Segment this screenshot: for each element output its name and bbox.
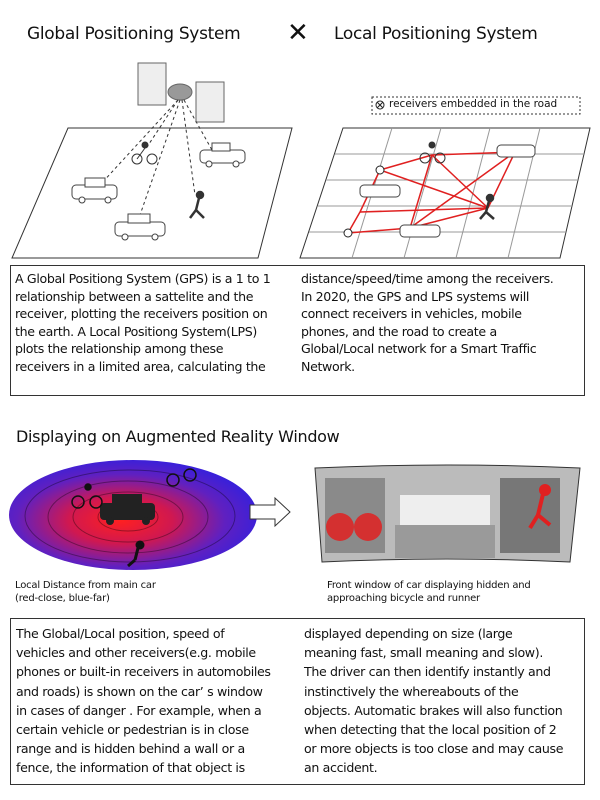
text-line: meaning fast, small meaning and slow).: [304, 645, 543, 661]
window-caption: Front window of car displaying hidden an…: [327, 580, 531, 605]
legend-label: receivers embedded in the road: [389, 98, 558, 110]
text-line: distance/speed/time among the receivers.: [301, 271, 554, 286]
caption-line: Front window of car displaying hidden an…: [327, 580, 531, 591]
bicycle-marker: [326, 513, 354, 541]
intro-right-column: distance/speed/time among the receivers.…: [301, 270, 554, 376]
car-icon: [71, 177, 118, 204]
text-line: certain vehicle or pedestrian is in clos…: [16, 722, 249, 738]
text-line: the earth. A Local Positiong System(LPS): [15, 323, 257, 339]
car-window-view: [314, 464, 581, 563]
text-line: or more objects is too close and may cau…: [304, 741, 564, 757]
ar-text-box: The Global/Local position, speed of vehic…: [10, 618, 585, 785]
text-line: receiver, plotting the receivers positio…: [15, 306, 268, 322]
intro-left-column: A Global Positiong System (GPS) is a 1 t…: [15, 270, 271, 376]
bicycle-icon: [419, 141, 446, 164]
text-line: and roads) is shown on the car’ s window: [16, 683, 263, 699]
runner-marker: [528, 484, 552, 530]
text-line: relationship between a sattelite and the: [15, 288, 254, 304]
car-icon: [359, 144, 536, 238]
text-line: vehicles and other receivers(e.g. mobile: [16, 645, 256, 661]
text-line: instinctively the whereabouts of the: [304, 683, 519, 699]
text-line: displayed depending on size (large: [304, 626, 513, 641]
text-line: phones or built-in receivers in automobi…: [16, 664, 271, 680]
text-line: Network.: [301, 358, 355, 374]
text-line: plots the relationship among these: [15, 341, 224, 357]
text-line: A Global Positiong System (GPS) is a 1 t…: [15, 271, 271, 286]
main-car-icon: [100, 494, 155, 525]
caption-line: approaching bicycle and runner: [327, 592, 480, 604]
text-line: receivers in a limited area, calculating…: [15, 358, 266, 374]
intro-text-box: A Global Positiong System (GPS) is a 1 t…: [10, 265, 585, 396]
text-line: The Global/Local position, speed of: [16, 626, 225, 641]
gps-title: Global Positioning System: [27, 24, 241, 44]
text-line: The driver can then identify instantly a…: [304, 664, 551, 680]
satellite-icon: [137, 62, 225, 123]
text-line: phones, and the road to create a: [301, 323, 497, 339]
text-line: Global/Local network for a Smart Traffic: [301, 341, 537, 357]
text-line: fence, the information of that object is: [16, 760, 245, 776]
ar-right-column: displayed depending on size (large meanin…: [304, 624, 563, 778]
versus-icon: ✕: [287, 18, 309, 48]
heatmap-caption: Local Distance from main car(red-close, …: [15, 580, 156, 605]
bicycle-icon: [131, 141, 158, 165]
text-line: when detecting that the local position o…: [304, 722, 557, 738]
receiver-legend-icon: [375, 100, 385, 110]
runner-icon: [189, 190, 205, 219]
text-line: range and is hidden behind a wall or a: [16, 741, 245, 757]
arrow-icon: [249, 496, 291, 528]
text-line: objects. Automatic brakes will also func…: [304, 702, 563, 718]
runner-icon: [479, 193, 495, 220]
signal-lines: [99, 99, 213, 216]
text-line: connect receivers in vehicles, mobile: [301, 306, 522, 322]
lps-title: Local Positioning System: [334, 24, 538, 44]
text-line: in cases of danger . For example, when a: [16, 702, 262, 718]
caption-line: (red-close, blue-far): [15, 592, 110, 604]
ar-left-column: The Global/Local position, speed of vehic…: [16, 624, 271, 778]
car-icon: [114, 213, 166, 241]
text-line: In 2020, the GPS and LPS systems will: [301, 288, 530, 304]
bicycle-icon: [71, 468, 197, 509]
text-line: an accident.: [304, 760, 378, 776]
ar-heading: Displaying on Augmented Reality Window: [16, 427, 340, 446]
caption-line: Local Distance from main car: [15, 580, 156, 591]
car-icon: [199, 142, 246, 168]
distance-rings: [24, 469, 236, 563]
legend-box: [371, 96, 581, 115]
runner-icon: [127, 540, 145, 568]
